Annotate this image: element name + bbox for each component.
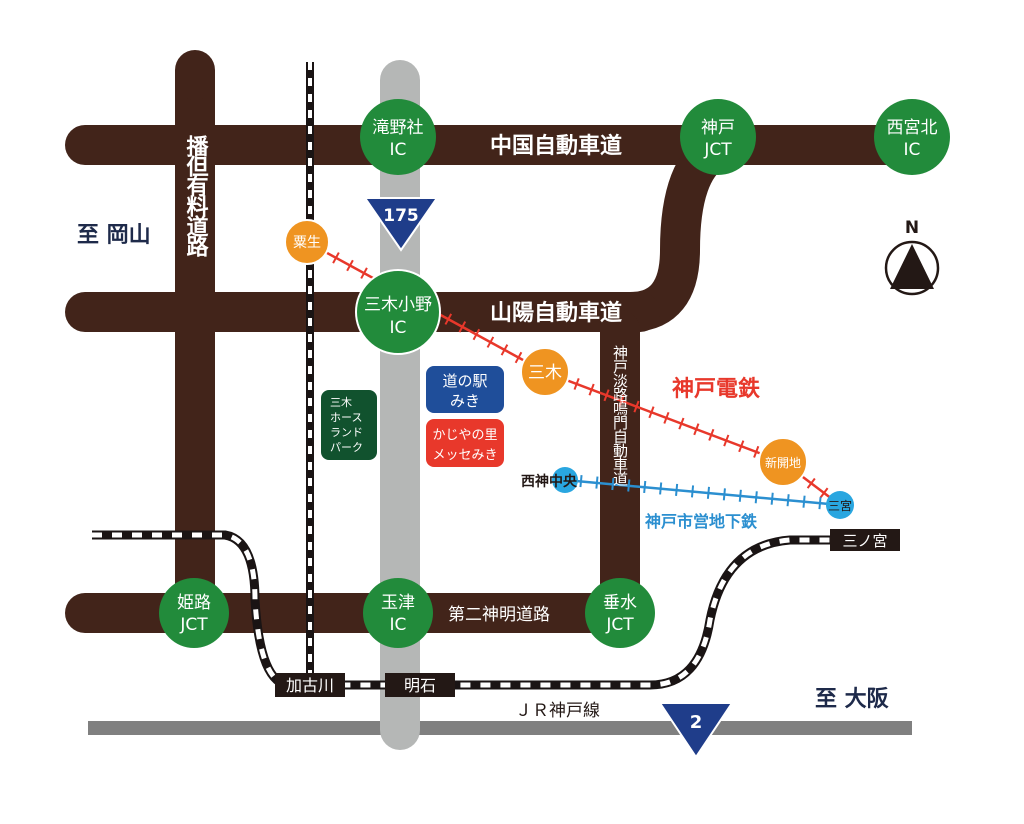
station-ao: 粟生 (284, 219, 330, 265)
svg-text:滝野社: 滝野社 (373, 118, 424, 138)
direction-okayama: 至 岡山 (77, 223, 151, 248)
kobe-awaji-label: 神戸淡路鳴門自動車道 (611, 345, 629, 486)
direction-osaka: 至 大阪 (815, 687, 889, 712)
station-seishin-chuo: 西神中央 (521, 467, 578, 493)
ic-miki-ono: 三木小野 IC (355, 269, 441, 355)
route-2-road (88, 721, 912, 735)
svg-text:175: 175 (383, 206, 419, 226)
svg-text:N: N (905, 218, 919, 238)
svg-text:玉津: 玉津 (381, 593, 415, 613)
svg-text:IC: IC (390, 615, 407, 635)
station-miki: 三木 (520, 347, 570, 397)
svg-text:加古川: 加古川 (286, 676, 334, 695)
svg-text:三木: 三木 (330, 396, 352, 409)
sanyo-label: 山陽自動車道 (490, 300, 622, 326)
chugoku-label: 中国自動車道 (490, 133, 622, 159)
station-akashi: 明石 (385, 673, 455, 697)
svg-text:みき: みき (450, 392, 480, 410)
svg-text:三ノ宮: 三ノ宮 (842, 532, 887, 550)
bantan-label: 播但有料道路 (183, 135, 209, 257)
svg-text:ランド: ランド (330, 426, 363, 439)
station-sannomiya-subway: 三宮 (826, 491, 854, 519)
svg-text:三宮: 三宮 (828, 498, 852, 513)
svg-text:新開地: 新開地 (765, 455, 801, 470)
svg-text:JCT: JCT (179, 615, 208, 635)
michinoeki-miki: 道の駅 みき (426, 366, 504, 413)
station-sannomiya-jr: 三ノ宮 (830, 529, 900, 551)
svg-text:道の駅: 道の駅 (442, 372, 487, 390)
svg-text:かじやの里: かじやの里 (432, 428, 497, 443)
jr-line-label: ＪＲ神戸線 (515, 701, 600, 721)
route-175-badge: 175 (363, 197, 439, 252)
station-kakogawa: 加古川 (275, 673, 345, 697)
svg-text:IC: IC (390, 318, 407, 338)
svg-text:姫路: 姫路 (177, 593, 211, 613)
daini-shinmei-label: 第二神明道路 (448, 605, 550, 625)
miki-horseland-park: 三木 ホース ランド パーク (321, 390, 377, 460)
north-arrow-icon: N (884, 218, 940, 296)
svg-text:西神中央: 西神中央 (521, 473, 578, 490)
svg-text:西宮北: 西宮北 (887, 118, 938, 138)
svg-text:2: 2 (690, 712, 703, 733)
svg-text:垂水: 垂水 (603, 593, 637, 613)
svg-text:IC: IC (904, 140, 921, 160)
svg-text:三木小野: 三木小野 (364, 295, 432, 315)
subway-label: 神戸市営地下鉄 (645, 512, 757, 531)
route-2-badge: 2 (658, 702, 734, 759)
svg-text:三木: 三木 (528, 363, 562, 383)
kajiyanosato-messe-miki: かじやの里 メッセみき (426, 419, 504, 467)
svg-text:JCT: JCT (605, 615, 634, 635)
svg-text:明石: 明石 (404, 676, 436, 695)
station-shinkaichi: 新開地 (758, 437, 808, 487)
svg-text:ホース: ホース (330, 411, 362, 424)
svg-text:IC: IC (390, 140, 407, 160)
kobe-dentetsu-label: 神戸電鉄 (672, 376, 760, 402)
kobe-jct-connector (610, 130, 735, 332)
svg-text:JCT: JCT (703, 140, 732, 160)
svg-text:パーク: パーク (330, 441, 363, 454)
subway-line (564, 475, 841, 511)
svg-text:メッセみき: メッセみき (432, 448, 497, 463)
svg-text:神戸: 神戸 (701, 118, 735, 138)
svg-text:粟生: 粟生 (293, 235, 321, 251)
jr-kobe-line (92, 530, 900, 690)
